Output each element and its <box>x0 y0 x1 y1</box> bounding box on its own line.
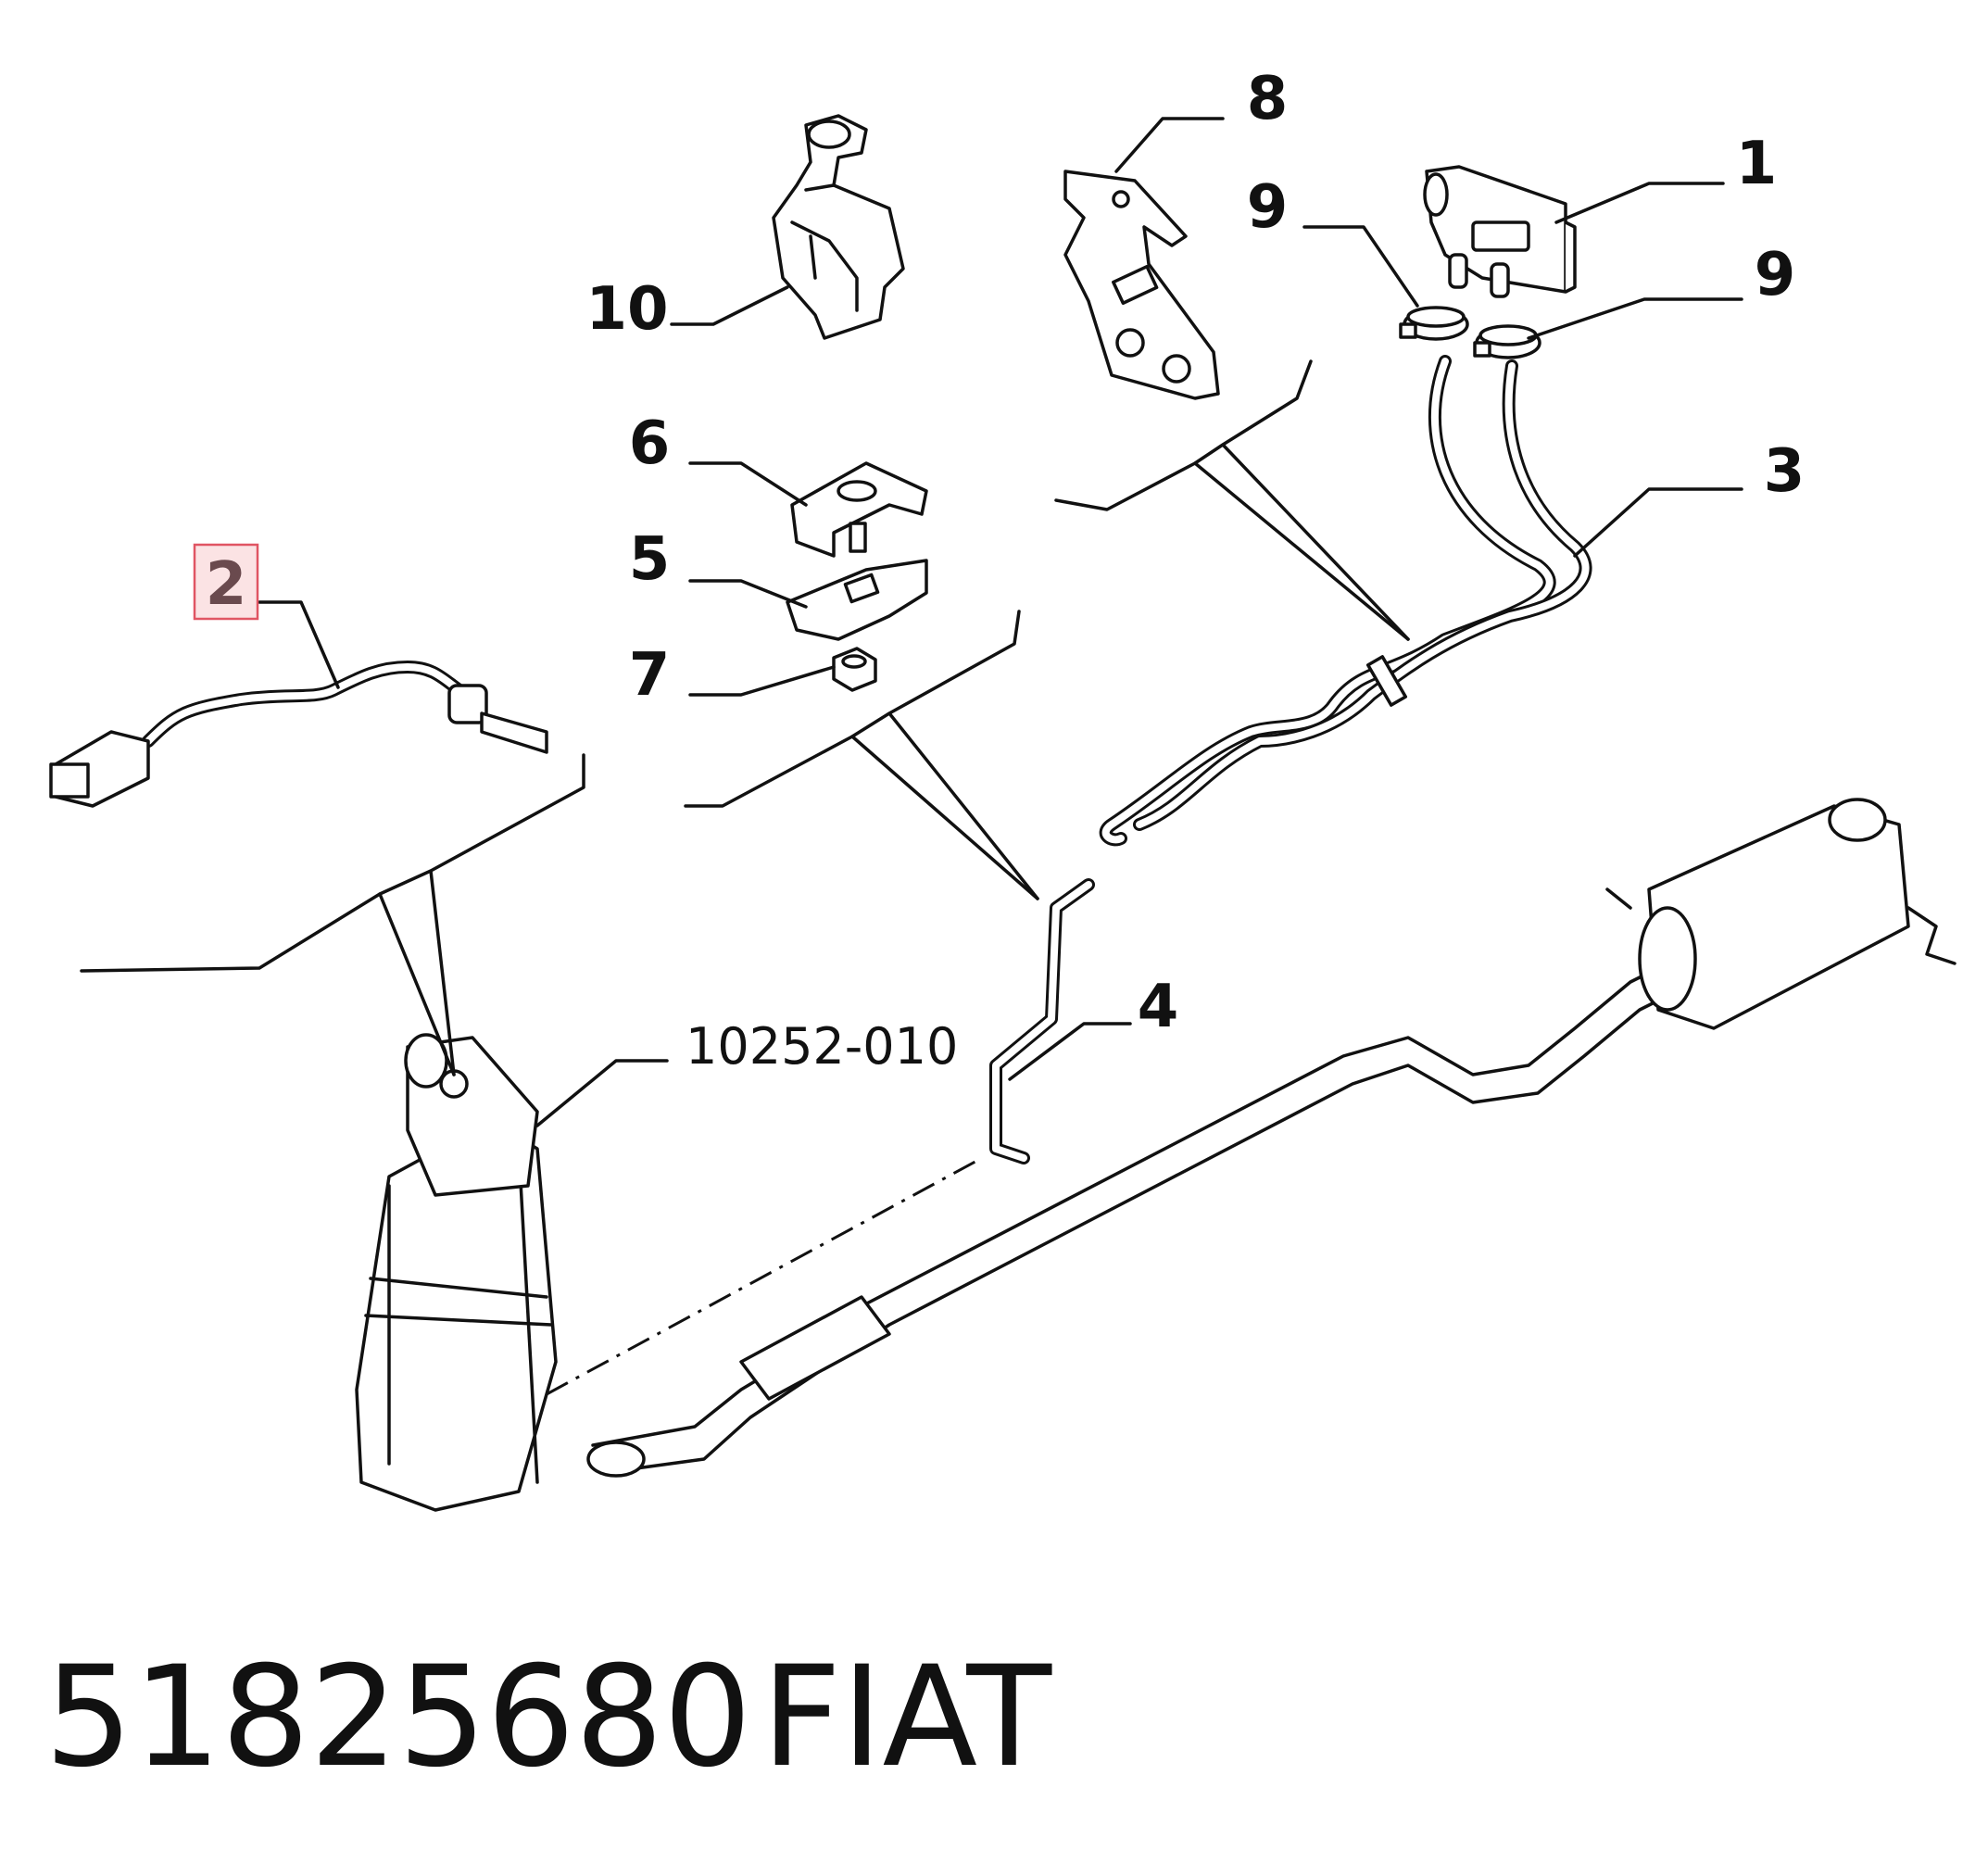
reference-code: 10252-010 <box>686 1017 958 1076</box>
group-indicator-lines <box>80 359 1410 1076</box>
callout-8: 8 <box>1247 65 1289 133</box>
callout-4: 4 <box>1138 973 1179 1041</box>
part-9-hose-clamp-left <box>1399 306 1469 341</box>
callout-9-left: 9 <box>1247 173 1289 242</box>
part-6-clamp <box>790 461 928 558</box>
part-number: 51825680 <box>44 1637 751 1798</box>
callout-2: 2 <box>206 550 247 619</box>
callout-9-right: 9 <box>1755 241 1796 309</box>
callout-2-highlight <box>193 543 259 621</box>
part-1-pressure-sensor <box>1423 165 1577 298</box>
part-3-twin-hose <box>1099 355 1592 847</box>
assembly-dash-line <box>546 1156 983 1396</box>
callout-5: 5 <box>629 525 671 594</box>
callout-7: 7 <box>629 641 671 710</box>
callout-3: 3 <box>1764 437 1806 506</box>
leader-lines <box>258 117 1743 1127</box>
brand-name: FIAT <box>761 1637 1052 1798</box>
part-7-nut <box>832 647 877 692</box>
callout-10: 10 <box>585 275 668 344</box>
part-2-temperature-sensor <box>49 661 548 808</box>
part-5-bracket <box>786 559 928 641</box>
exhaust-system <box>586 798 1957 1478</box>
dpf-catalytic-converter <box>355 1033 558 1512</box>
callout-6: 6 <box>629 409 671 478</box>
part-10-bracket-clip <box>772 114 905 340</box>
part-9-hose-clamp-right <box>1473 324 1541 359</box>
part-8-bracket-plate <box>1063 170 1220 400</box>
part-4-metal-pipe <box>989 878 1095 1164</box>
callout-1: 1 <box>1736 130 1778 198</box>
